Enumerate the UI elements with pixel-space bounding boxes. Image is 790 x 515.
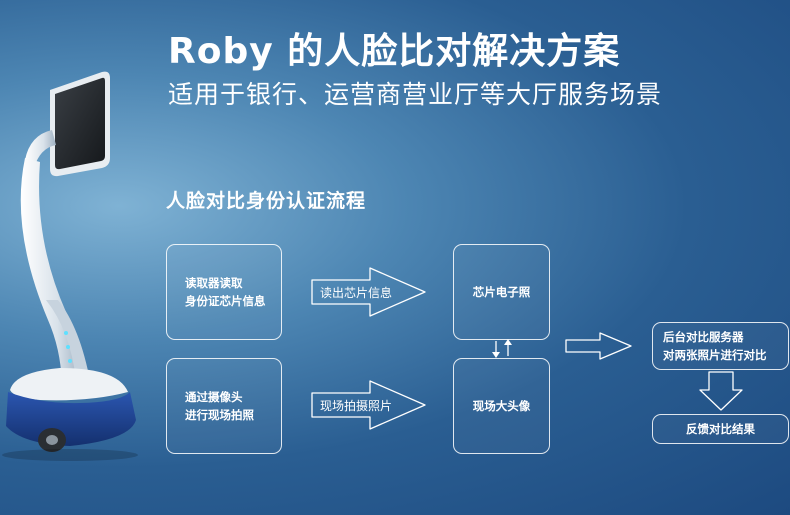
- result-box: 反馈对比结果: [652, 414, 789, 444]
- live-photo-label: 现场大头像: [472, 399, 531, 413]
- step-capture-photo-box: 通过摄像头 进行现场拍照: [166, 358, 282, 454]
- robot-screen: [55, 77, 105, 170]
- section-title: 人脸对比身份认证流程: [166, 190, 367, 212]
- chip-to-live-arrowhead-icon: [492, 352, 500, 358]
- step-read-card-label: 读取器读取 身份证芯片信息: [185, 276, 266, 308]
- result-label: 反馈对比结果: [686, 422, 755, 436]
- arrow-to-server-icon: [565, 332, 632, 360]
- robot-led: [66, 345, 70, 349]
- arrow-read-chip-icon: [311, 267, 426, 317]
- roby-robot-illustration: [2, 71, 138, 461]
- step-capture-photo-label: 通过摄像头 进行现场拍照: [185, 390, 254, 422]
- page-subtitle: 适用于银行、运营商营业厅等大厅服务场景: [168, 80, 663, 109]
- server-compare-box: 后台对比服务器 对两张照片进行对比: [652, 322, 789, 370]
- chip-photo-box: 芯片电子照: [453, 244, 550, 340]
- step-read-card-box: 读取器读取 身份证芯片信息: [166, 244, 282, 340]
- server-compare-label: 后台对比服务器 对两张照片进行对比: [663, 330, 767, 362]
- page-title: Roby 的人脸比对解决方案: [168, 31, 621, 72]
- arrow-capture-icon: [311, 380, 426, 430]
- robot-led: [68, 359, 72, 363]
- arrow-down-icon: [699, 371, 743, 411]
- live-to-chip-arrowhead-icon: [504, 339, 512, 345]
- arrow-capture-label: 现场拍摄照片: [320, 399, 393, 413]
- robot-base: [6, 392, 136, 446]
- robot-led: [64, 331, 68, 335]
- chip-photo-label: 芯片电子照: [472, 285, 531, 299]
- arrow-read-chip-label: 读出芯片信息: [320, 286, 393, 300]
- live-photo-box: 现场大头像: [453, 358, 550, 454]
